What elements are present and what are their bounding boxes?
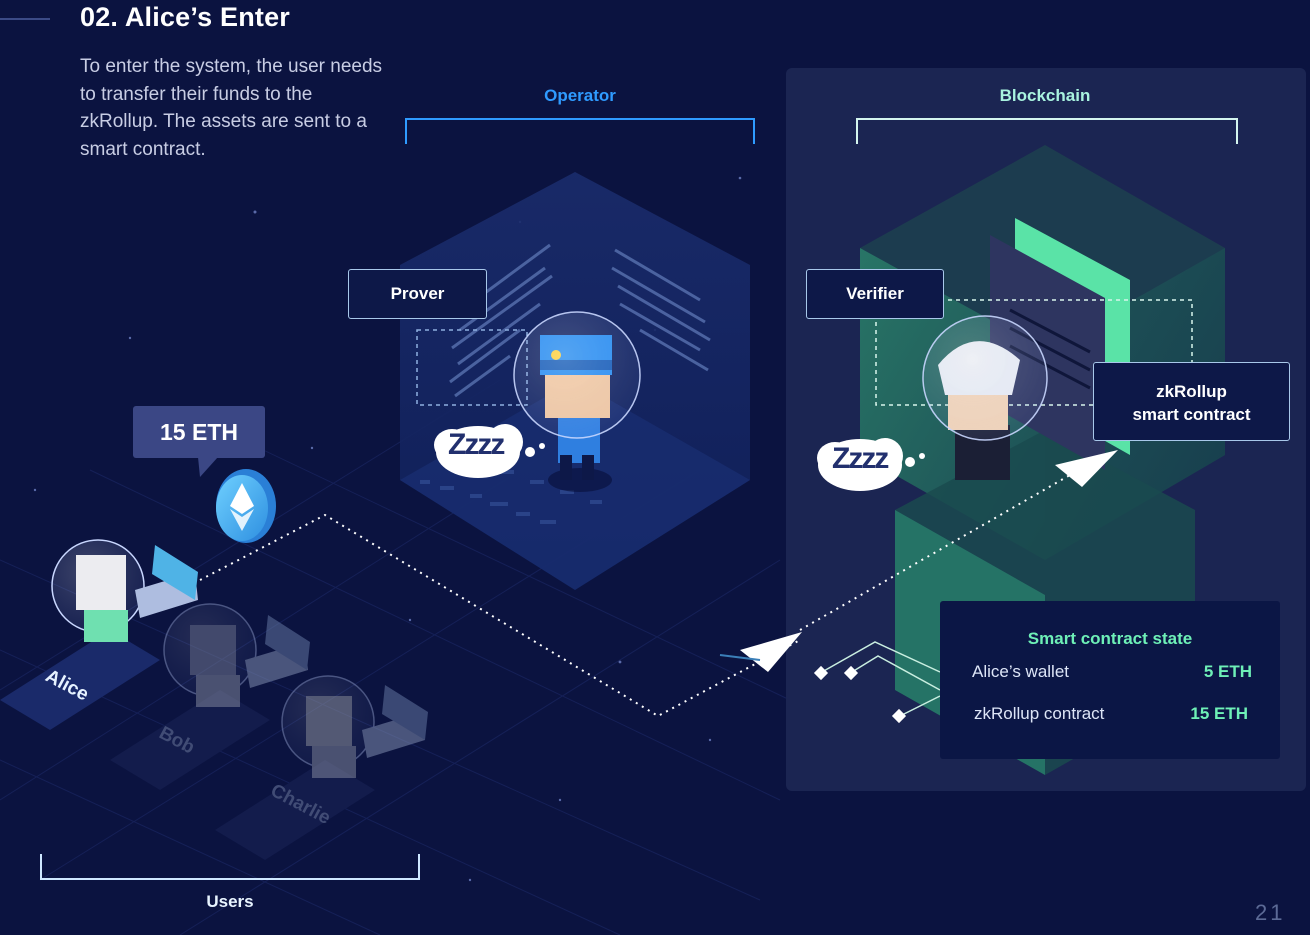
prover-box: Prover <box>348 269 487 319</box>
eth-amount-bubble: 15 ETH <box>133 406 265 458</box>
title-rule <box>0 18 50 20</box>
state-value: 5 ETH <box>1203 662 1252 681</box>
charlie-character <box>281 675 428 778</box>
transfer-path <box>199 474 1071 718</box>
user-platforms <box>0 630 375 860</box>
alice-character <box>51 539 198 642</box>
users-label: Users <box>206 892 254 911</box>
users-bracket <box>40 854 420 880</box>
zk-contract-line1: zkRollup <box>1156 382 1227 401</box>
paper-plane-1 <box>719 632 802 672</box>
sleep-cloud-prover <box>434 424 545 478</box>
state-value: 15 ETH <box>1190 704 1248 723</box>
paper-plane-2 <box>1055 450 1118 487</box>
operator-label: Operator <box>544 86 616 105</box>
eth-coin-icon <box>216 469 276 543</box>
blockchain-bracket <box>856 118 1238 144</box>
state-title: Smart contract state <box>1027 629 1193 648</box>
intro-text: To enter the system, the user needs to t… <box>80 56 383 160</box>
page-title: 02. Alice’s Enter <box>80 2 291 32</box>
zkrollup-contract-box: zkRollup smart contract <box>1093 362 1290 441</box>
blockchain-label: Blockchain <box>999 86 1091 105</box>
verifier-box: Verifier <box>806 269 944 319</box>
bob-character <box>163 603 310 707</box>
state-label: Alice’s wallet <box>972 662 1070 681</box>
verifier-sleep-text: Zzzz <box>832 442 889 475</box>
verifier-character <box>922 315 1048 480</box>
prover-sleep-text: Zzzz <box>448 428 505 461</box>
state-row-alice: Alice’s wallet 5 ETH <box>972 662 1252 682</box>
operator-bracket <box>405 118 755 144</box>
state-label: zkRollup contract <box>974 704 1105 723</box>
zk-contract-line2: smart contract <box>1132 405 1251 424</box>
page-number: 21 <box>1255 900 1286 925</box>
state-row-zkrollup: zkRollup contract 15 ETH <box>974 704 1248 724</box>
prover-character <box>513 311 641 492</box>
contract-state-panel: Smart contract state Alice’s wallet 5 ET… <box>940 601 1280 759</box>
sleep-cloud-verifier <box>817 438 925 491</box>
eth-bubble-tail <box>198 457 218 477</box>
